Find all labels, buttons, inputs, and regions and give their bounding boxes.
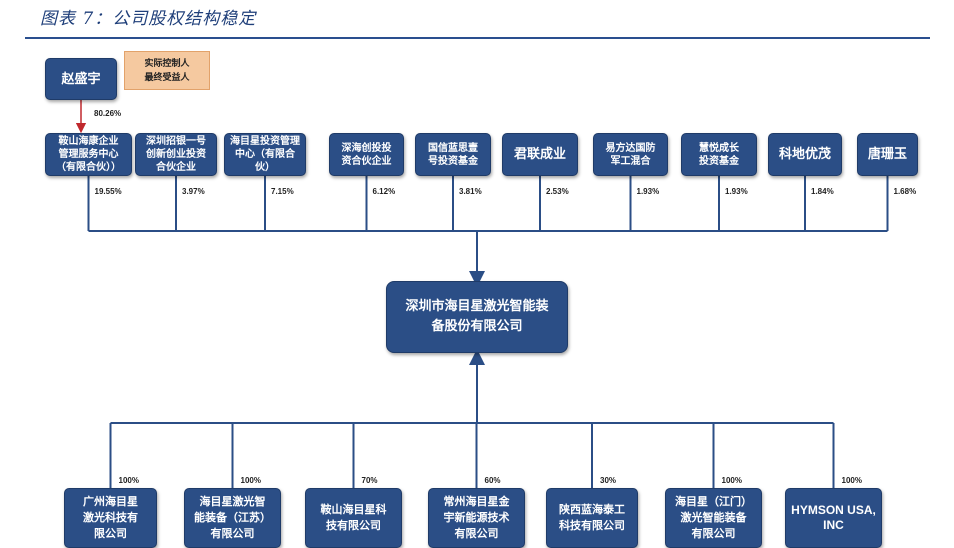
controller-box: 赵盛宇: [45, 58, 117, 100]
shareholder-label: 深海创投投: [341, 142, 392, 154]
subsidiary-label: 有限公司: [454, 527, 499, 540]
company-line-2: 备股份有限公司: [431, 319, 523, 334]
shareholder-box: 国信蓝思壹号投资基金: [415, 133, 491, 176]
subsidiary-label: 陕西蓝海泰工: [559, 503, 625, 516]
subsidiary-label: 鞍山海目星科: [320, 503, 387, 516]
shareholder-box: 鞍山海康企业管理服务中心 （有限合伙））: [45, 133, 132, 176]
subsidiary-box: 广州海目星激光科技有限公司: [64, 488, 157, 548]
shareholder-label: 管理服务中心: [58, 149, 119, 160]
subsidiary-box: 海目星激光智能装备（江苏） 有限公司: [184, 488, 281, 548]
shareholder-label: 国信蓝思壹: [428, 142, 478, 154]
controller-pct: 80.26%: [94, 109, 122, 118]
shareholder-pct: 1.93%: [725, 187, 748, 196]
note-line-2: 最终受益人: [144, 72, 190, 83]
subsidiary-pct: 70%: [361, 476, 378, 485]
shareholder-label: 合伙企业: [156, 162, 196, 173]
shareholder-label: 军工混合: [610, 155, 651, 167]
shareholder-pct: 3.97%: [182, 187, 205, 196]
subsidiary-label: 科技有限公司: [559, 519, 625, 532]
subsidiary-pct: 100%: [721, 476, 742, 485]
subsidiary-label: 技有限公司: [326, 519, 381, 532]
shareholder-pct: 3.81%: [459, 187, 482, 196]
title-rule: [25, 37, 930, 39]
subsidiary-label: INC: [823, 518, 844, 532]
subsidiary-label: 海目星（江门）: [675, 495, 752, 508]
shareholder-pct: 1.93%: [636, 187, 660, 196]
shareholder-pct: 1.84%: [811, 187, 834, 196]
subsidiary-pct: 100%: [118, 476, 139, 485]
shareholder-box: 深海创投投资合伙企业: [329, 133, 404, 176]
shareholder-label: 号投资基金: [428, 155, 478, 167]
controller-note: 实际控制人 最终受益人: [124, 51, 210, 90]
subsidiary-pct: 30%: [600, 476, 617, 485]
shareholder-box: 君联成业: [502, 133, 578, 176]
subsidiary-pct: 60%: [484, 476, 501, 485]
subsidiary-pct: 100%: [841, 476, 862, 485]
shareholder-box: 深圳招银一号创新创业投资合伙企业: [135, 133, 217, 176]
shareholder-pct: 6.12%: [372, 187, 396, 196]
subsidiary-box: 常州海目星金宇新能源技术有限公司: [428, 488, 525, 548]
shareholder-label: 慧悦成长: [699, 142, 739, 154]
company-line-1: 深圳市海目星激光智能装: [405, 299, 549, 314]
subsidiary-label: 广州海目星: [83, 495, 138, 508]
shareholder-box: 科地优茂: [768, 133, 842, 176]
subsidiary-pct: 100%: [240, 476, 261, 485]
shareholder-label: 深圳招银一号: [146, 136, 206, 147]
subsidiary-label: 激光科技有: [83, 511, 138, 524]
company-box: 深圳市海目星激光智能装 备股份有限公司: [386, 281, 568, 353]
shareholder-label: 君联成业: [513, 147, 566, 162]
shareholder-pct: 7.15%: [271, 187, 294, 196]
shareholder-label: 中心（有限合伙）: [235, 149, 295, 173]
shareholder-label: 唐珊玉: [867, 147, 907, 162]
shareholder-pct: 19.55%: [94, 187, 122, 196]
subsidiary-label: 有限公司: [210, 527, 255, 540]
note-line-1: 实际控制人: [144, 58, 190, 69]
subsidiary-label: 有限公司: [691, 527, 736, 540]
shareholder-label: 科地优茂: [778, 147, 831, 162]
shareholder-label: （有限合伙））: [56, 162, 121, 173]
shareholder-label: 海目星投资管理: [230, 136, 300, 147]
subsidiary-label: 限公司: [94, 527, 127, 540]
shareholder-box: 海目星投资管理中心（有限合伙）: [224, 133, 306, 176]
shareholder-label: 鞍山海康企业: [58, 136, 119, 147]
subsidiary-box: 海目星（江门） 激光智能装备有限公司: [665, 488, 762, 548]
shareholder-box: 慧悦成长投资基金: [681, 133, 757, 176]
subsidiary-box: 鞍山海目星科技有限公司: [305, 488, 402, 548]
subsidiary-label: 激光智能装备: [680, 511, 747, 524]
subsidiary-label: 能装备（江苏）: [194, 511, 271, 524]
subsidiary-label: 海目星激光智: [199, 495, 266, 508]
shareholder-label: 易方达国防: [605, 142, 656, 154]
shareholder-label: 创新创业投资: [146, 149, 206, 160]
subsidiary-label: HYMSON USA,: [791, 503, 876, 517]
subsidiary-label: 常州海目星金: [443, 495, 510, 508]
shareholder-box: 易方达国防军工混合: [593, 133, 668, 176]
shareholder-box: 唐珊玉: [857, 133, 918, 176]
shareholder-label: 资合伙企业: [341, 155, 392, 167]
shareholder-pct: 1.68%: [893, 187, 917, 196]
shareholder-pct: 2.53%: [546, 187, 569, 196]
figure-title: 图表 7：公司股权结构稳定: [40, 9, 257, 29]
shareholder-label: 投资基金: [699, 155, 739, 167]
subsidiary-label: 宇新能源技术: [443, 511, 510, 524]
subsidiary-box: 陕西蓝海泰工科技有限公司: [546, 488, 638, 548]
subsidiary-box: HYMSON USA,INC: [785, 488, 882, 548]
